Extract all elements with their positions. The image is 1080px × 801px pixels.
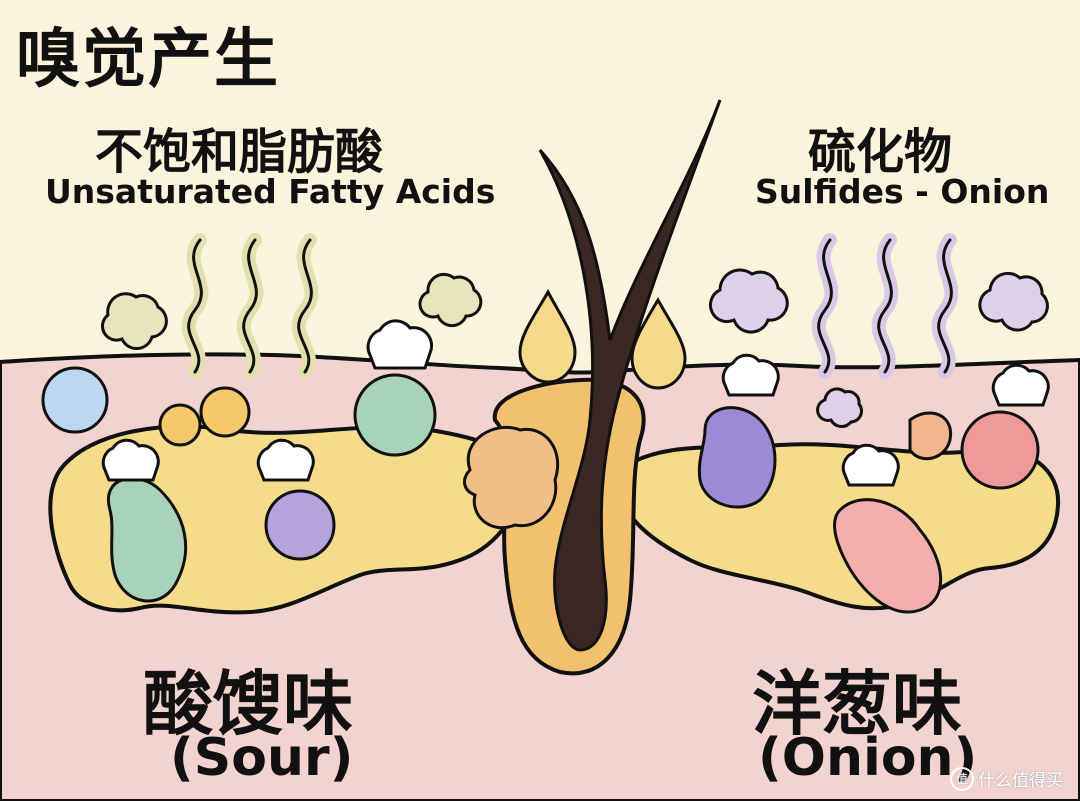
- right-smell-en: (Onion): [758, 728, 978, 788]
- odor-wave-left: [181, 233, 319, 379]
- left-compound-zh: 不饱和脂肪酸: [95, 124, 384, 180]
- left-compound-en: Unsaturated Fatty Acids: [45, 172, 496, 211]
- left-smell-en: (Sour): [170, 728, 354, 788]
- page-title: 嗅觉产生: [16, 23, 280, 97]
- oil-droplet-left: [518, 288, 577, 384]
- hair-strand: [538, 99, 722, 652]
- odor-cloud: [101, 268, 1049, 428]
- oil-droplet-right: [630, 296, 687, 390]
- bacteria-left-group: [41, 319, 437, 603]
- sebaceous-gland: [463, 425, 560, 530]
- right-compound-zh: 硫化物: [808, 124, 953, 180]
- odor-wave-right: [811, 233, 959, 379]
- right-compound-en: Sulfides - Onion: [755, 172, 1050, 211]
- right-smell-zh: 洋葱味: [752, 663, 962, 745]
- left-smell-zh: 酸馊味: [143, 663, 353, 745]
- bacteria-right-group: [697, 353, 1050, 614]
- watermark: 值 什么值得买: [950, 766, 1063, 791]
- watermark-text: 什么值得买: [978, 771, 1063, 791]
- watermark-logo-icon: 值: [950, 766, 974, 791]
